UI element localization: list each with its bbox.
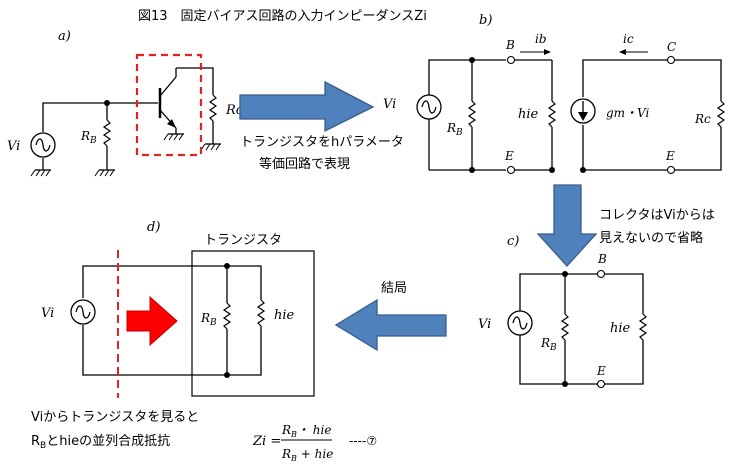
transistor-dashed-box: [135, 53, 203, 157]
panel-d: d) トランジスタ Vi RB hie: [41, 220, 315, 398]
arrow1-text-line2: 等価回路で表現: [259, 156, 350, 172]
terminal-e-right: [666, 165, 676, 175]
panel-c-label: c): [507, 234, 519, 249]
panel-b-rc: Rc: [694, 112, 711, 126]
panel-b-node: [549, 167, 555, 173]
panel-b-node: [580, 167, 586, 173]
transistor-box-label: トランジスタ: [204, 233, 282, 248]
rb-resistor: [102, 119, 112, 147]
panel-b-node-e-right: E: [665, 149, 675, 163]
panel-b-node-e: E: [504, 149, 514, 163]
figure-title: 図13 固定バイアス回路の入力インピーダンスZi: [138, 8, 427, 24]
transistor-box: [191, 250, 315, 397]
panel-c-node-b: B: [597, 252, 607, 266]
ac-source-icon: [507, 310, 533, 336]
arrow1-text-line1: トランジスタをhパラメータ: [240, 135, 404, 150]
panel-b-hie: hie: [518, 107, 539, 122]
panel-b-ib: ib: [535, 32, 547, 46]
red-arrow-icon: [126, 295, 178, 347]
hie-resistor: [547, 100, 557, 128]
panel-b: b): [383, 13, 726, 175]
ground-icon: [94, 169, 116, 177]
terminal-b: [506, 55, 516, 65]
formula-reference: ----⑦: [349, 434, 377, 448]
panel-c-rb: RB: [540, 336, 557, 353]
panel-c-hie: hie: [610, 321, 631, 336]
terminal-e: [506, 165, 516, 175]
panel-a: a) Vi RB Rc: [7, 29, 244, 177]
bottom-text-line1: Viからトランジスタを見ると: [31, 410, 199, 425]
panel-a-label: a): [58, 29, 71, 44]
arrow3-text: 結局: [381, 281, 407, 296]
rb-resistor: [467, 100, 477, 128]
panel-b-node-b: B: [505, 38, 515, 52]
panel-c-vi: Vi: [478, 317, 491, 332]
panel-d-rb: RB: [200, 311, 217, 328]
formula-lhs: Zi =: [252, 434, 281, 449]
hie-resistor: [256, 299, 266, 327]
terminal-e: [596, 379, 606, 389]
panel-b-gm: gm・Vi: [606, 106, 650, 120]
hie-resistor: [638, 313, 648, 341]
terminal-c: [666, 55, 676, 65]
formula-denominator: RB + hie: [281, 447, 333, 463]
panel-a-wire: [42, 102, 158, 132]
panel-a-rc: Rc: [225, 103, 244, 118]
formula-numerator: RB・ hie: [281, 423, 331, 439]
rb-resistor: [560, 313, 570, 341]
panel-a-rb: RB: [80, 129, 97, 146]
bottom-text-line2: RBとhieの並列合成抵抗: [31, 434, 170, 451]
terminal-b: [596, 269, 606, 279]
panel-b-vi: Vi: [383, 97, 396, 112]
rb-resistor: [222, 302, 232, 330]
zi-formula: Zi = RB・ hie RB + hie ----⑦: [252, 423, 377, 463]
panel-d-hie: hie: [274, 308, 295, 323]
panel-a-vi: Vi: [7, 139, 20, 154]
ac-source-icon: [30, 132, 56, 158]
arrow2-text-line1: コレクタはViからは: [599, 208, 715, 223]
emitter-arrow-icon: [167, 119, 176, 128]
panel-b-label: b): [479, 13, 492, 28]
arrow-c-to-d: [334, 298, 447, 352]
panel-b-node-c: C: [667, 40, 676, 54]
rc-resistor: [716, 100, 726, 128]
panel-c: c) Vi RB hie B E: [478, 234, 648, 389]
ground-icon: [200, 143, 222, 151]
ac-source-icon: [70, 299, 96, 325]
panel-b-rb: RB: [446, 121, 463, 138]
ac-source-icon: [416, 94, 442, 120]
arrow-b-to-c: [536, 184, 598, 267]
panel-b-ic: ic: [623, 32, 634, 46]
ground-icon: [163, 133, 185, 141]
rc-resistor: [208, 94, 218, 122]
panel-d-label: d): [147, 220, 160, 235]
arrow-a-to-b: [239, 80, 375, 133]
ground-icon: [30, 169, 52, 177]
panel-d-vi: Vi: [41, 306, 54, 321]
panel-c-node-e: E: [596, 364, 606, 378]
arrow2-text-line2: 見えないので省略: [599, 230, 703, 246]
